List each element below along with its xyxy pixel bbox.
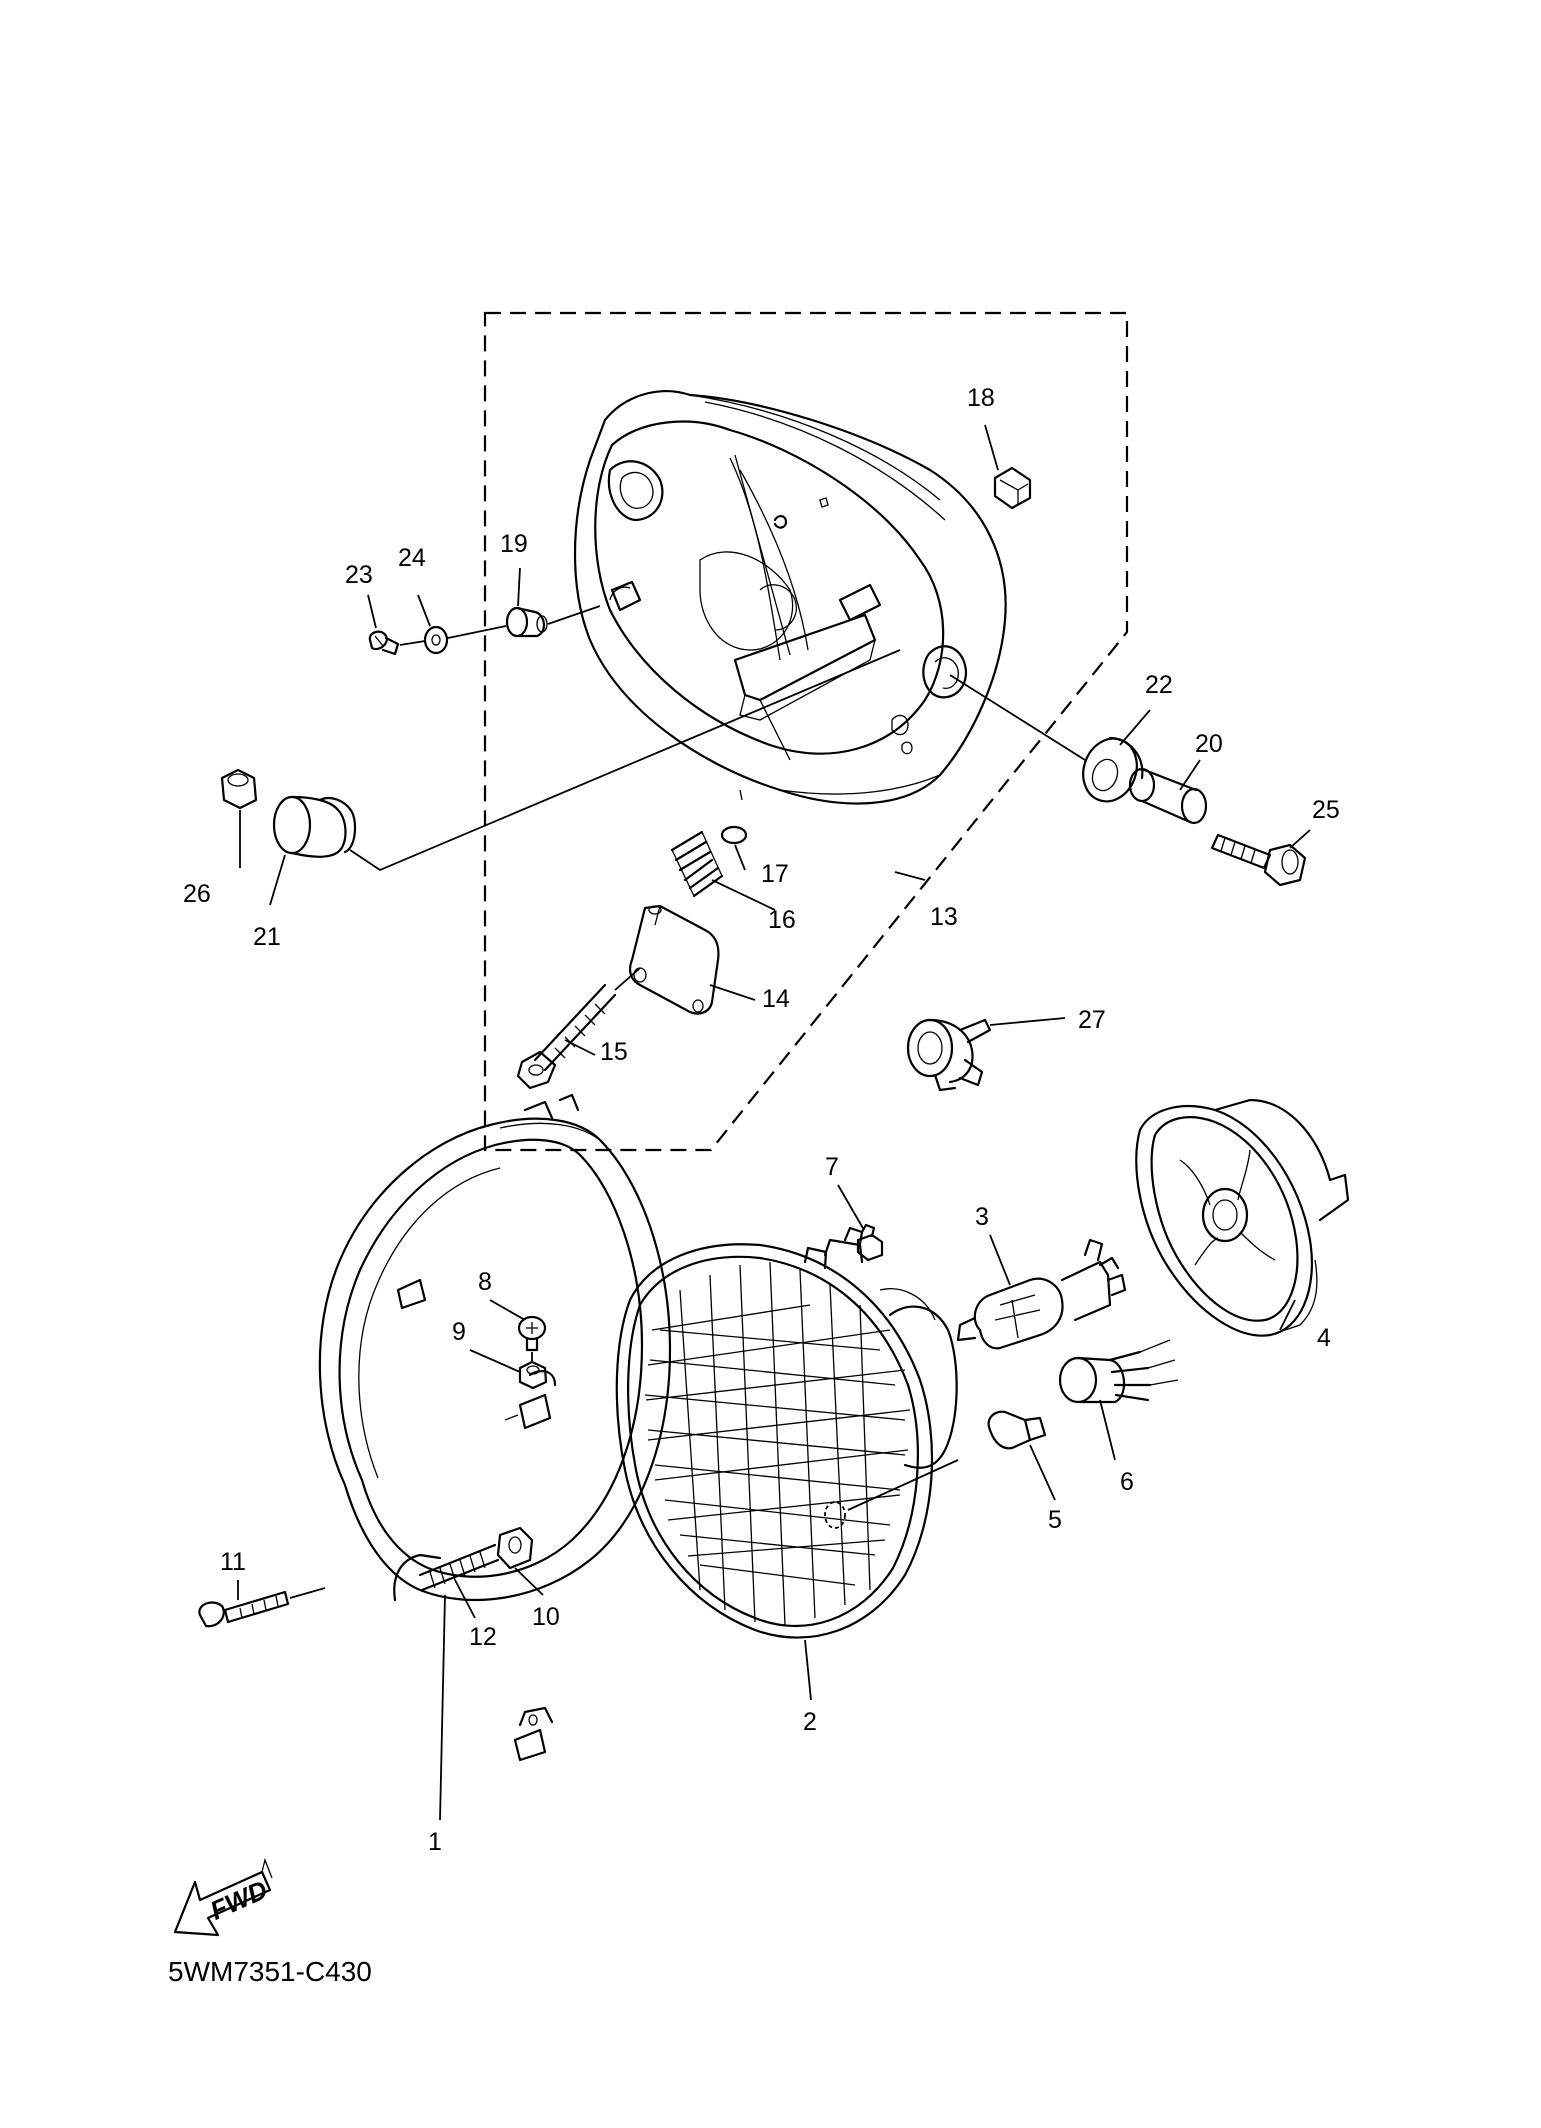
fwd-direction-arrow-icon: FWD [173, 1857, 273, 1937]
callout-23: 23 [345, 561, 373, 589]
part-16-spring [670, 830, 724, 898]
callout-4: 4 [1317, 1324, 1331, 1352]
part-2-lens-unit [615, 1226, 959, 1639]
part-15-adjuster-bolt [516, 983, 617, 1090]
callout-13: 13 [930, 903, 958, 931]
callout-26: 26 [183, 880, 211, 908]
callout-19: 19 [500, 530, 528, 558]
part-4-reflector-cup [1135, 1098, 1350, 1337]
part-9-nut [518, 1360, 548, 1390]
callout-labels: 18 23 24 19 22 20 25 26 21 17 16 13 14 1… [183, 384, 1340, 1856]
part-3-bulb [956, 1238, 1127, 1350]
callout-17: 17 [761, 860, 789, 888]
callout-22: 22 [1145, 671, 1173, 699]
callout-27: 27 [1078, 1006, 1106, 1034]
callout-16: 16 [768, 906, 796, 934]
part-5-bulb [987, 1410, 1047, 1450]
callout-7: 7 [825, 1153, 839, 1181]
callout-8: 8 [478, 1268, 492, 1296]
part-23-screw [368, 630, 400, 656]
part-6-socket [1058, 1339, 1179, 1404]
callout-2: 2 [803, 1708, 817, 1736]
callout-21: 21 [253, 923, 281, 951]
part-17-washer [720, 825, 748, 845]
part-10-nut [496, 1526, 534, 1570]
part-18-clip [993, 466, 1032, 510]
part-21-grommet [272, 795, 357, 858]
part-7-clip [856, 1223, 884, 1262]
callout-6: 6 [1120, 1468, 1134, 1496]
callout-20: 20 [1195, 730, 1223, 758]
part-11-screw [198, 1590, 290, 1628]
part-25-bolt [1210, 833, 1307, 887]
callout-15: 15 [600, 1038, 628, 1066]
callout-3: 3 [975, 1203, 989, 1231]
callout-24: 24 [398, 544, 426, 572]
assembly-13-boundary [483, 311, 1129, 1152]
part-12-spring [418, 1543, 500, 1592]
callout-5: 5 [1048, 1506, 1062, 1534]
part-8-screw [517, 1315, 547, 1352]
part-1-rim [318, 1093, 672, 1762]
leader-lines [237, 424, 1311, 1821]
diagram-code: 5WM7351-C430 [168, 1956, 372, 1987]
callout-1: 1 [428, 1828, 442, 1856]
callout-14: 14 [762, 985, 790, 1013]
callout-25: 25 [1312, 796, 1340, 824]
part-26-nut [220, 768, 258, 810]
part-27-bulb-socket [906, 1018, 992, 1092]
part-20-collar [1128, 767, 1208, 825]
callout-11: 11 [220, 1548, 246, 1576]
callout-18: 18 [967, 384, 995, 412]
part-19-bush [505, 606, 548, 638]
headlight-housing [573, 390, 1007, 805]
part-22-washer [1082, 736, 1144, 803]
callout-10: 10 [532, 1603, 560, 1631]
callout-9: 9 [452, 1318, 466, 1346]
part-24-washer [423, 625, 449, 655]
part-14-bracket [629, 904, 720, 1015]
callout-12: 12 [469, 1623, 497, 1651]
